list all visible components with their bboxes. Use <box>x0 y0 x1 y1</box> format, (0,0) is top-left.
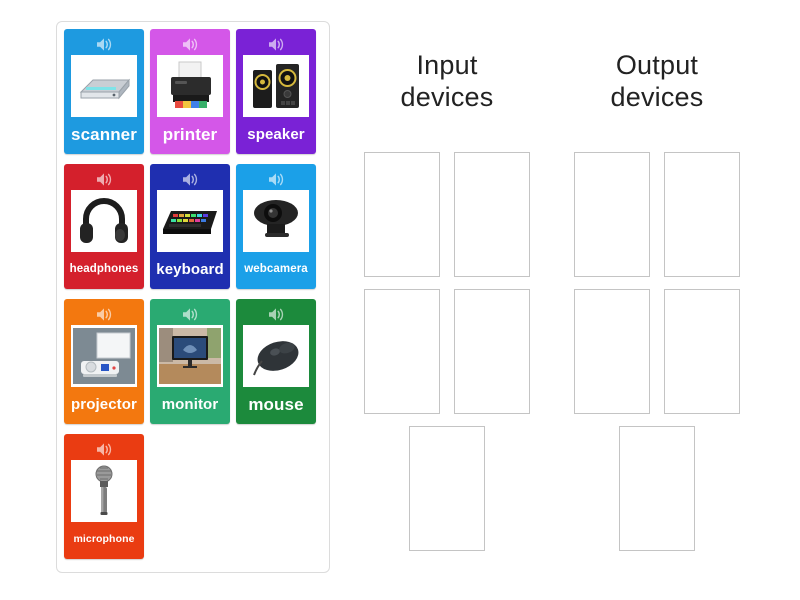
drop-zone-row <box>619 425 695 551</box>
tile-speaker[interactable]: speaker <box>236 29 316 154</box>
drop-zone[interactable] <box>664 288 740 414</box>
tile-label: headphones <box>69 262 139 275</box>
drop-zone[interactable] <box>664 151 740 277</box>
tile-label: webcamera <box>244 262 308 275</box>
tile-microphone[interactable]: microphone <box>64 434 144 559</box>
speaker-icon[interactable] <box>268 171 285 187</box>
speaker-icon[interactable] <box>96 171 113 187</box>
tile-grid: scanner printer speaker headphones keyboard w… <box>64 29 324 569</box>
drop-zone-group <box>562 151 752 563</box>
tile-label: mouse <box>248 395 304 414</box>
drop-zone[interactable] <box>619 425 695 551</box>
tile-mouse[interactable]: mouse <box>236 299 316 424</box>
drop-zone[interactable] <box>409 425 485 551</box>
tile-keyboard[interactable]: keyboard <box>150 164 230 289</box>
speaker-icon[interactable] <box>182 306 199 322</box>
speaker-icon[interactable] <box>96 306 113 322</box>
mouse-image <box>243 325 309 387</box>
tile-headphones[interactable]: headphones <box>64 164 144 289</box>
headphones-image <box>71 190 137 252</box>
drop-zone[interactable] <box>574 288 650 414</box>
projector-image <box>71 325 137 387</box>
speaker-icon[interactable] <box>268 36 285 52</box>
tile-label: printer <box>162 125 218 144</box>
tile-monitor[interactable]: monitor <box>150 299 230 424</box>
drop-zone-row <box>364 151 530 277</box>
tile-label: speaker <box>247 126 305 143</box>
drop-zone[interactable] <box>364 288 440 414</box>
column-title-line1: Output <box>615 50 699 80</box>
monitor-image <box>157 325 223 387</box>
speaker-icon[interactable] <box>182 36 199 52</box>
column-title-line2: devices <box>610 81 704 112</box>
drop-zone-row <box>364 288 530 414</box>
scanner-image <box>71 55 137 117</box>
drop-zone[interactable] <box>454 151 530 277</box>
drop-zone-row <box>574 288 740 414</box>
microphone-image <box>71 460 137 522</box>
tile-projector[interactable]: projector <box>64 299 144 424</box>
keyboard-image <box>157 190 223 252</box>
speaker-icon[interactable] <box>96 441 113 457</box>
speaker-icon[interactable] <box>96 36 113 52</box>
printer-image <box>157 55 223 117</box>
drop-zone[interactable] <box>454 288 530 414</box>
tile-webcamera[interactable]: webcamera <box>236 164 316 289</box>
tile-label: keyboard <box>156 261 224 278</box>
webcamera-image <box>243 190 309 252</box>
tile-label: monitor <box>161 396 219 413</box>
speaker-icon[interactable] <box>268 306 285 322</box>
speaker-icon[interactable] <box>182 171 199 187</box>
tile-bank-panel: scanner printer speaker headphones keyboard w… <box>56 21 330 573</box>
column-title-line1: Input <box>416 50 478 80</box>
tile-scanner[interactable]: scanner <box>64 29 144 154</box>
drop-zone-row <box>409 425 485 551</box>
tile-label: microphone <box>73 533 135 546</box>
speaker-image <box>243 55 309 117</box>
drop-zone-row <box>574 151 740 277</box>
drop-zone[interactable] <box>364 151 440 277</box>
drop-zone[interactable] <box>574 151 650 277</box>
tile-label: scanner <box>71 125 137 144</box>
drop-zone-group <box>352 151 542 563</box>
tile-printer[interactable]: printer <box>150 29 230 154</box>
column-title-line2: devices <box>400 81 494 112</box>
tile-label: projector <box>71 396 137 413</box>
